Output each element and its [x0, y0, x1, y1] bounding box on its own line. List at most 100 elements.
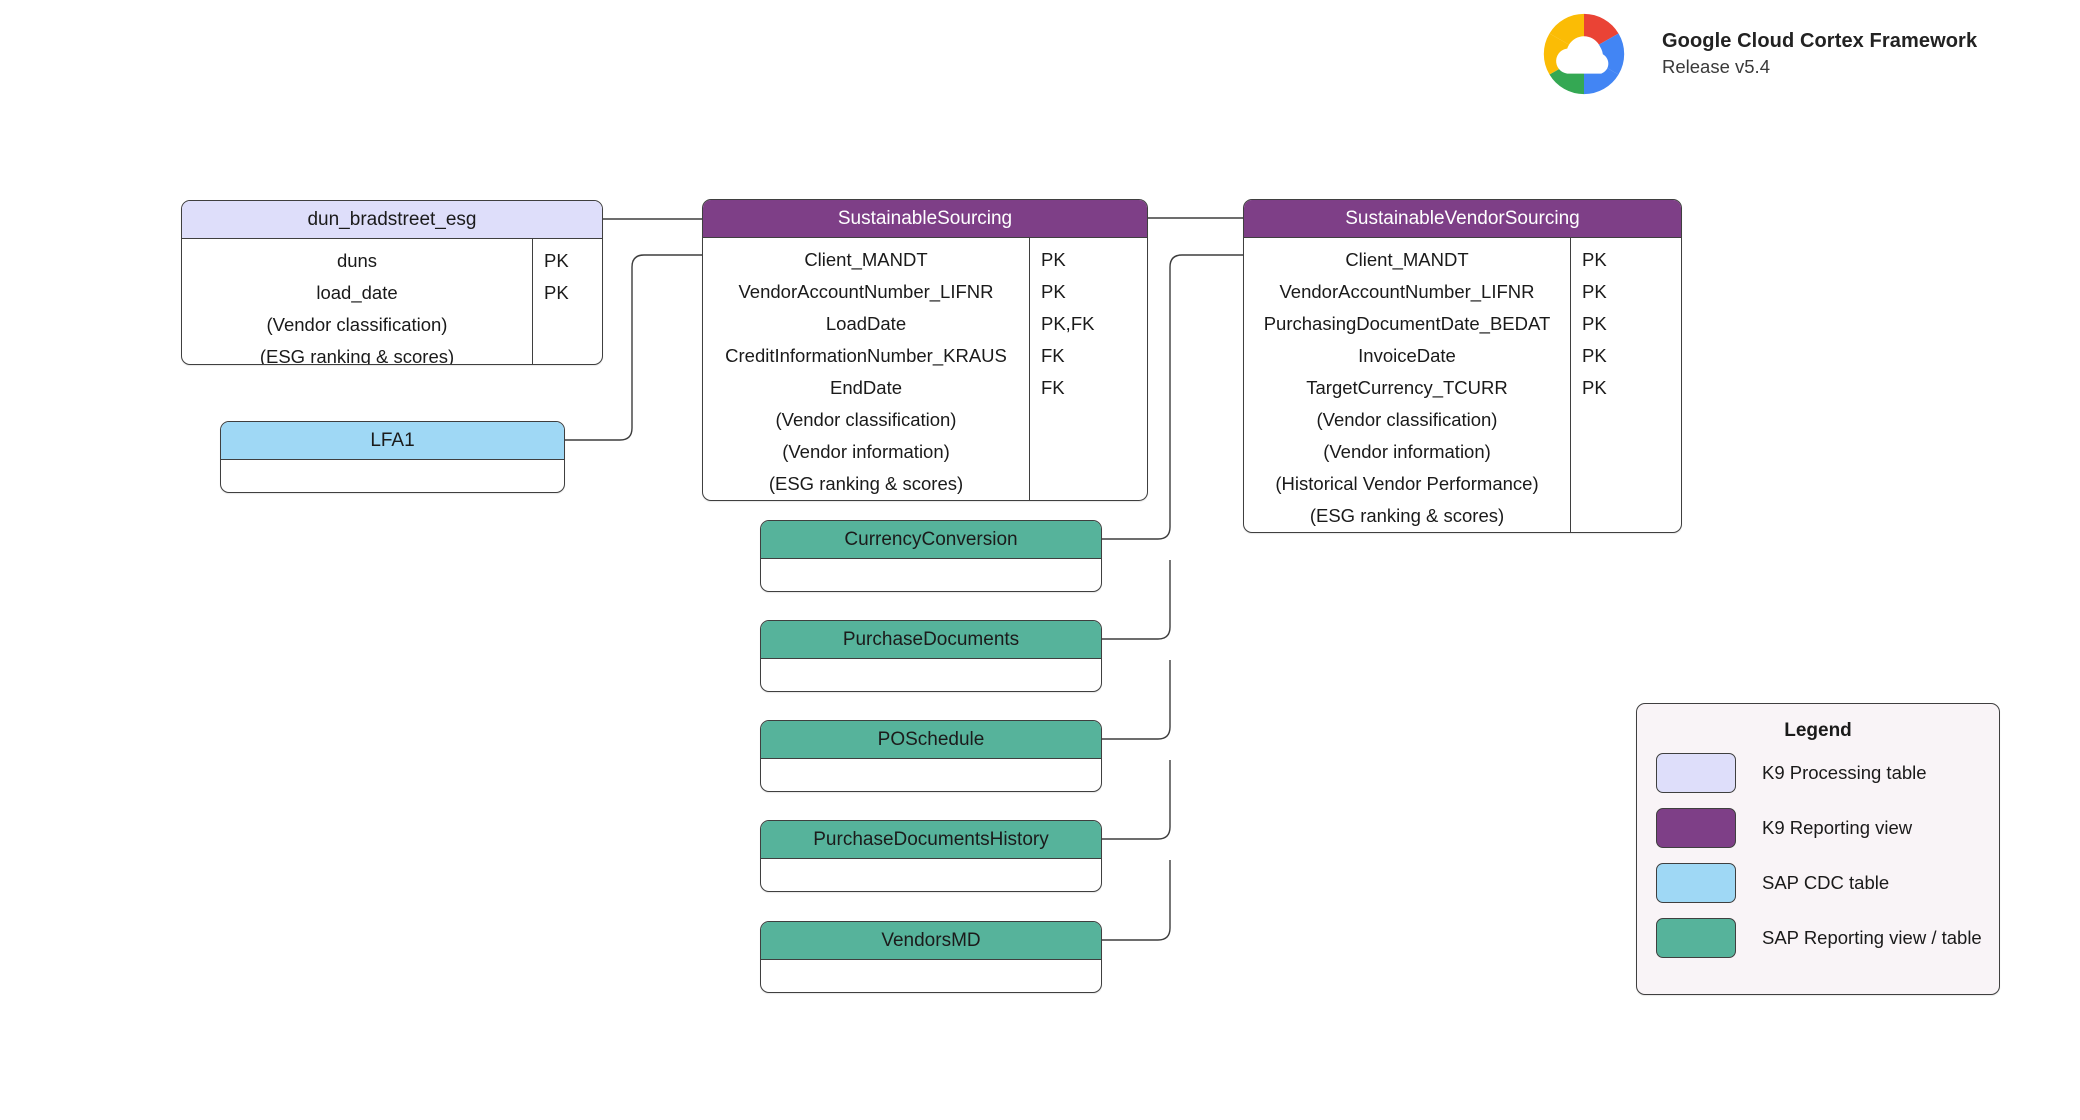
- field-row: VendorAccountNumber_LIFNR PK: [1244, 276, 1681, 308]
- legend-item: K9 Processing table: [1637, 748, 1999, 797]
- field-name: (Historical Vendor Performance): [1275, 473, 1539, 494]
- field-key: PK,FK: [1041, 313, 1095, 334]
- field-name: (ESG ranking & scores): [768, 473, 964, 494]
- brand-release: Release v5.4: [1662, 55, 1770, 77]
- entity-body-lfa1: [221, 460, 564, 492]
- field-name: PurchasingDocumentDate_BEDAT: [1263, 313, 1551, 334]
- entity-header-currency-conversion: CurrencyConversion: [761, 521, 1101, 559]
- entity-lfa1[interactable]: LFA1: [220, 421, 565, 493]
- connector-po-schedule-to-vendor-sourcing: [1102, 660, 1171, 740]
- field-row: duns PK: [182, 245, 602, 277]
- brand-header: Google Cloud Cortex Framework Release v5…: [1528, 8, 1977, 100]
- entity-header-lfa1: LFA1: [221, 422, 564, 460]
- field-row: (Vendor classification): [182, 309, 602, 341]
- field-key: FK: [1041, 377, 1065, 398]
- google-cloud-logo-icon: [1528, 8, 1640, 100]
- field-name: (Vendor classification): [775, 409, 957, 430]
- field-name: EndDate: [830, 377, 902, 398]
- connector-purchase-documents-to-vendor-sourcing: [1102, 560, 1171, 640]
- field-row: EndDate FK: [703, 372, 1147, 404]
- field-key: PK: [1582, 281, 1607, 302]
- field-name: Client_MANDT: [1345, 249, 1469, 270]
- field-name: (Vendor classification): [1316, 409, 1498, 430]
- entity-body-vendors-md: [761, 960, 1101, 992]
- field-name: (Vendor information): [1323, 441, 1491, 462]
- legend-item: SAP Reporting view / table: [1637, 913, 1999, 962]
- field-name: LoadDate: [825, 313, 907, 334]
- field-name: InvoiceDate: [1358, 345, 1456, 366]
- legend-label: SAP CDC table: [1762, 871, 1890, 893]
- field-row: VendorAccountNumber_LIFNR PK: [703, 276, 1147, 308]
- entity-body-purchase-documents-history: [761, 859, 1101, 891]
- legend-swatch: [1656, 807, 1736, 848]
- legend-label: K9 Reporting view: [1762, 816, 1913, 838]
- field-name: VendorAccountNumber_LIFNR: [1279, 281, 1535, 302]
- entity-header-purchase-documents: PurchaseDocuments: [761, 621, 1101, 659]
- connector-vendors-md-to-vendor-sourcing: [1102, 860, 1171, 941]
- field-name: duns: [336, 250, 378, 271]
- field-key: PK: [1582, 313, 1607, 334]
- field-name: TargetCurrency_TCURR: [1306, 377, 1508, 398]
- field-row: (Vendor information): [703, 436, 1147, 468]
- legend-swatch: [1656, 752, 1736, 793]
- entity-body-sustainable-vendor-sourcing: Client_MANDT PK VendorAccountNumber_LIFNR P…: [1244, 238, 1681, 532]
- connector-purchase-documents-history-to-vendor-sourcing: [1102, 760, 1171, 840]
- entity-header-po-schedule: POSchedule: [761, 721, 1101, 759]
- entity-vendors-md[interactable]: VendorsMD: [760, 921, 1102, 993]
- entity-body-currency-conversion: [761, 559, 1101, 591]
- field-key: PK: [544, 250, 569, 271]
- legend-item: K9 Reporting view: [1637, 803, 1999, 852]
- entity-header-purchase-documents-history: PurchaseDocumentsHistory: [761, 821, 1101, 859]
- field-row: (ESG ranking & scores): [703, 468, 1147, 500]
- legend-item: SAP CDC table: [1637, 858, 1999, 907]
- field-row: (ESG ranking & scores): [182, 341, 602, 365]
- field-name: (ESG ranking & scores): [259, 346, 455, 365]
- field-name: (Vendor information): [782, 441, 950, 462]
- field-row: InvoiceDate PK: [1244, 340, 1681, 372]
- field-row: load_date PK: [182, 277, 602, 309]
- field-key: PK: [544, 282, 569, 303]
- legend-panel: Legend K9 Processing table K9 Reporting v…: [1636, 703, 2000, 995]
- entity-purchase-documents[interactable]: PurchaseDocuments: [760, 620, 1102, 692]
- legend-label: K9 Processing table: [1762, 761, 1927, 783]
- entity-header-vendors-md: VendorsMD: [761, 922, 1101, 960]
- field-row: (Vendor classification): [703, 404, 1147, 436]
- field-name: (ESG ranking & scores): [1309, 505, 1505, 526]
- legend-label: SAP Reporting view / table: [1762, 926, 1982, 948]
- field-row: (ESG ranking & scores): [1244, 500, 1681, 532]
- entity-body-sustainable-sourcing: Client_MANDT PK VendorAccountNumber_LIFNR P…: [703, 238, 1147, 500]
- field-name: load_date: [316, 282, 398, 303]
- brand-title: Google Cloud Cortex Framework: [1662, 30, 1978, 53]
- entity-purchase-documents-history[interactable]: PurchaseDocumentsHistory: [760, 820, 1102, 892]
- field-name: Client_MANDT: [804, 249, 928, 270]
- pk-column-divider-sustainable-vendor-sourcing: [1570, 238, 1571, 532]
- entity-header-sustainable-sourcing: SustainableSourcing: [703, 200, 1147, 238]
- field-row: Client_MANDT PK: [1244, 244, 1681, 276]
- field-row: PurchasingDocumentDate_BEDAT PK: [1244, 308, 1681, 340]
- field-row: (Vendor classification): [1244, 404, 1681, 436]
- entity-header-dun-bradstreet-esg: dun_bradstreet_esg: [182, 201, 602, 239]
- entity-currency-conversion[interactable]: CurrencyConversion: [760, 520, 1102, 592]
- field-key: PK: [1041, 281, 1066, 302]
- field-row: (Vendor information): [1244, 436, 1681, 468]
- field-name: CreditInformationNumber_KRAUS: [725, 345, 1007, 366]
- field-key: PK: [1582, 249, 1607, 270]
- entity-po-schedule[interactable]: POSchedule: [760, 720, 1102, 792]
- entity-body-po-schedule: [761, 759, 1101, 791]
- field-key: PK: [1582, 345, 1607, 366]
- entity-body-purchase-documents: [761, 659, 1101, 691]
- legend-title: Legend: [1784, 720, 1852, 741]
- field-name: VendorAccountNumber_LIFNR: [738, 281, 994, 302]
- brand-text-block: Google Cloud Cortex Framework Release v5…: [1662, 29, 1977, 78]
- field-key: PK: [1041, 249, 1066, 270]
- pk-column-divider-dun-bradstreet-esg: [532, 239, 533, 364]
- field-row: LoadDate PK,FK: [703, 308, 1147, 340]
- field-row: (Historical Vendor Performance): [1244, 468, 1681, 500]
